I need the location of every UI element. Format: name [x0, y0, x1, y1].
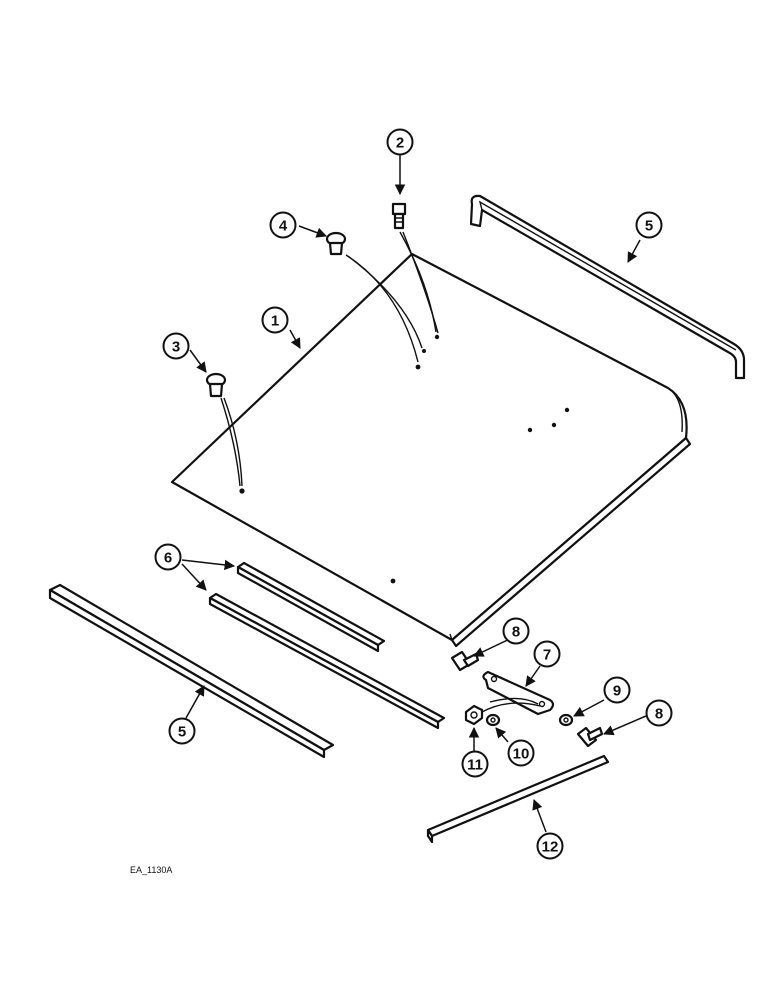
svg-text:3: 3 [172, 339, 180, 356]
callout-5-lower: 5 [168, 717, 196, 745]
svg-text:7: 7 [543, 647, 551, 664]
svg-text:12: 12 [542, 839, 559, 856]
svg-text:10: 10 [513, 746, 530, 763]
callout-7: 7 [533, 640, 561, 668]
bolt-8a-part [450, 650, 480, 672]
callout-11: 11 [461, 750, 489, 778]
svg-text:1: 1 [271, 313, 279, 330]
svg-text:8: 8 [655, 706, 663, 723]
figure-code: EA_1130A [130, 865, 172, 875]
svg-text:4: 4 [279, 218, 288, 235]
callout-6: 6 [154, 543, 182, 571]
callout-3: 3 [162, 332, 190, 360]
svg-text:8: 8 [512, 624, 520, 641]
callout-8-upper: 8 [502, 617, 530, 645]
seal-strip-upper-part [236, 561, 386, 653]
plug-3-part [205, 372, 227, 398]
callout-12: 12 [536, 832, 564, 860]
callout-1: 1 [261, 306, 289, 334]
seal-strip-lower-part [208, 592, 446, 730]
svg-text:5: 5 [645, 218, 653, 235]
svg-text:9: 9 [613, 683, 621, 700]
callout-2: 2 [386, 128, 414, 156]
svg-text:6: 6 [164, 550, 172, 567]
washer-10-part [485, 713, 501, 727]
washer-9-part [558, 713, 574, 727]
bolt-2-part [391, 202, 407, 230]
callout-10: 10 [507, 739, 535, 767]
main-panel-part [170, 252, 692, 648]
long-strip-part [48, 583, 335, 759]
svg-text:11: 11 [467, 757, 483, 774]
callout-5-upper: 5 [635, 211, 663, 239]
callout-9: 9 [603, 676, 631, 704]
plug-4-part [325, 231, 347, 256]
svg-text:2: 2 [396, 135, 404, 152]
nut-11-part [464, 704, 484, 726]
leader-lines [181, 155, 647, 833]
svg-text:5: 5 [178, 724, 186, 741]
strip-12-part [426, 754, 610, 844]
u-bar-part [469, 194, 746, 380]
callout-4: 4 [269, 211, 297, 239]
callout-8-lower: 8 [645, 699, 673, 727]
bracket-7-part [482, 670, 555, 716]
bolt-8b-part [576, 726, 604, 748]
